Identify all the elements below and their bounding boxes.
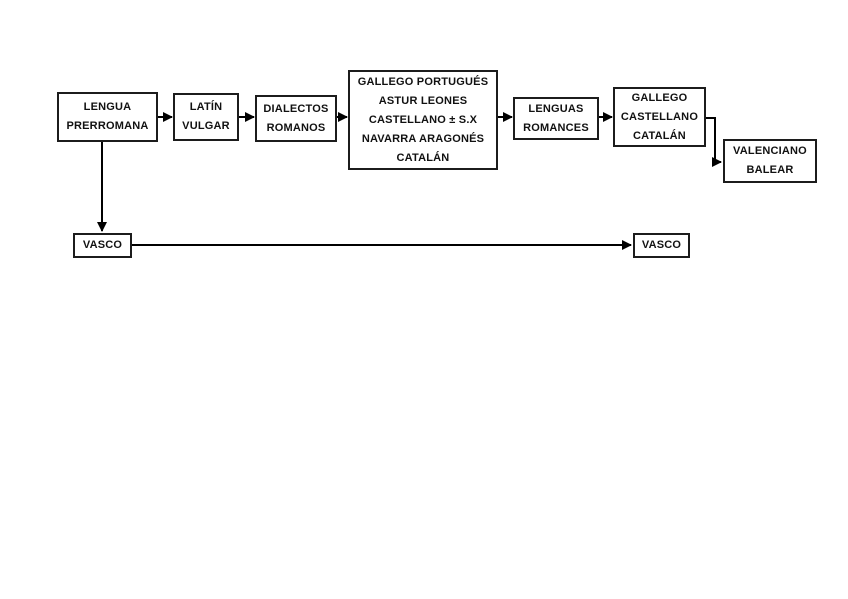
node-lenguas-romances: LENGUAS ROMANCES <box>513 97 599 140</box>
node-gallego-castellano-catalan: GALLEGO CASTELLANO CATALÁN <box>613 87 706 147</box>
node-vasco-right: VASCO <box>633 233 690 258</box>
node-label-line: VASCO <box>641 239 682 251</box>
node-label-line: LENGUA <box>83 101 132 113</box>
node-latin-vulgar: LATÍN VULGAR <box>173 93 239 141</box>
node-label-line: ROMANCES <box>523 121 589 134</box>
node-lengua-prerromana: LENGUA PRERROMANA <box>57 92 158 142</box>
node-vasco-left: VASCO <box>73 233 132 258</box>
node-label-line: CASTELLANO <box>620 110 699 123</box>
node-label-line: DIALECTOS <box>263 102 329 115</box>
node-label-line: LENGUAS <box>528 102 584 115</box>
node-label-line: BALEAR <box>746 164 794 176</box>
node-dialectos-romanos: DIALECTOS ROMANOS <box>255 95 337 142</box>
node-label-line: LATÍN <box>189 101 223 113</box>
node-label-line: GALLEGO <box>631 91 688 104</box>
node-label-line: GALLEGO PORTUGUÉS <box>357 75 489 88</box>
node-label-line: CASTELLANO ± S.X <box>368 113 478 126</box>
node-label-line: VASCO <box>82 239 123 251</box>
node-label-line: CATALÁN <box>633 129 686 142</box>
node-label-line: ASTUR LEONES <box>378 94 468 107</box>
node-dialectos-peninsulares: GALLEGO PORTUGUÉS ASTUR LEONES CASTELLAN… <box>348 70 498 170</box>
node-label-line: CATALÁN <box>396 151 450 164</box>
node-label-line: NAVARRA ARAGONÉS <box>361 132 485 145</box>
node-label-line: VULGAR <box>182 120 230 132</box>
node-label-line: PRERROMANA <box>66 120 149 132</box>
node-label-line: ROMANOS <box>266 121 326 134</box>
node-label-line: VALENCIANO <box>733 145 807 157</box>
node-valenciano-balear: VALENCIANO BALEAR <box>723 139 817 183</box>
arrow-gcc-to-valenciano <box>706 117 722 167</box>
